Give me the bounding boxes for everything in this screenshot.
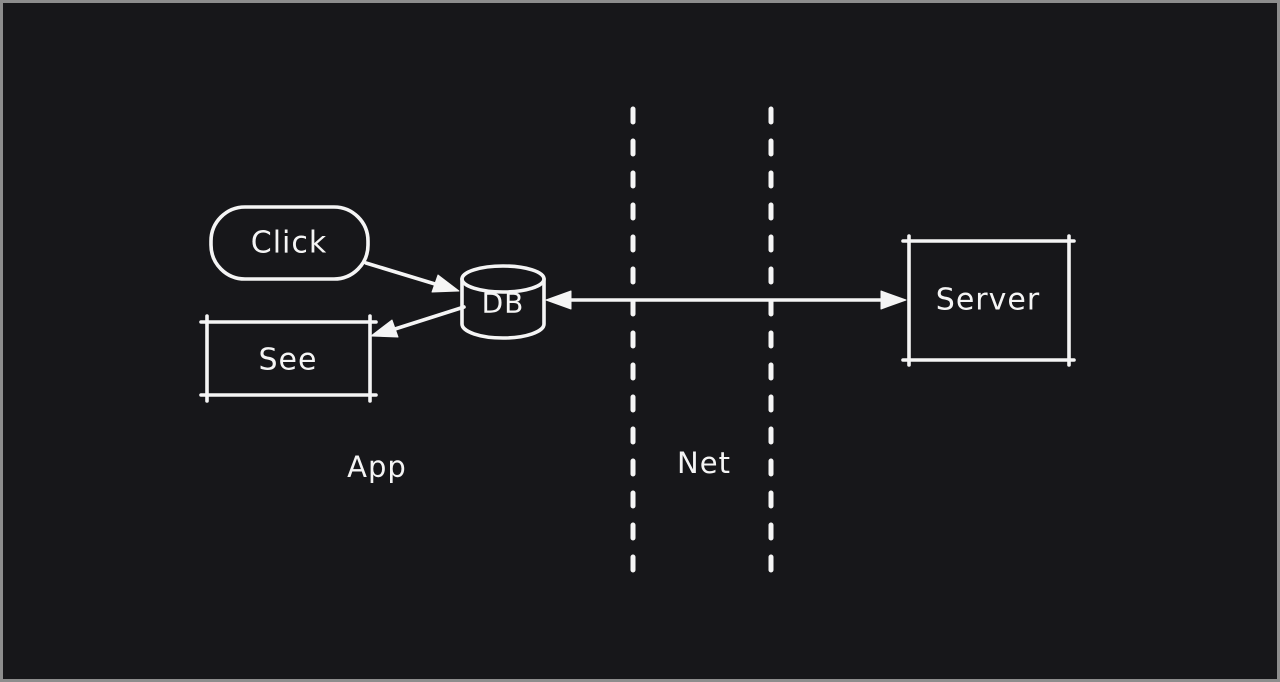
click-node-shape[interactable] [209,205,370,281]
arrowhead-into-db-right [545,290,572,310]
edge-click-to-db[interactable] [364,261,460,293]
edge-db-to-see[interactable] [370,305,466,338]
db-node-shape[interactable] [460,264,546,340]
diagram-layer [199,106,1076,576]
arrowhead-into-see [370,319,399,338]
server-node-shape[interactable] [901,234,1076,367]
see-node-shape[interactable] [199,314,378,403]
arrowhead-into-server [880,290,907,310]
edge-db-server-bidirectional[interactable] [545,290,907,310]
arrowhead-into-db [431,274,460,293]
